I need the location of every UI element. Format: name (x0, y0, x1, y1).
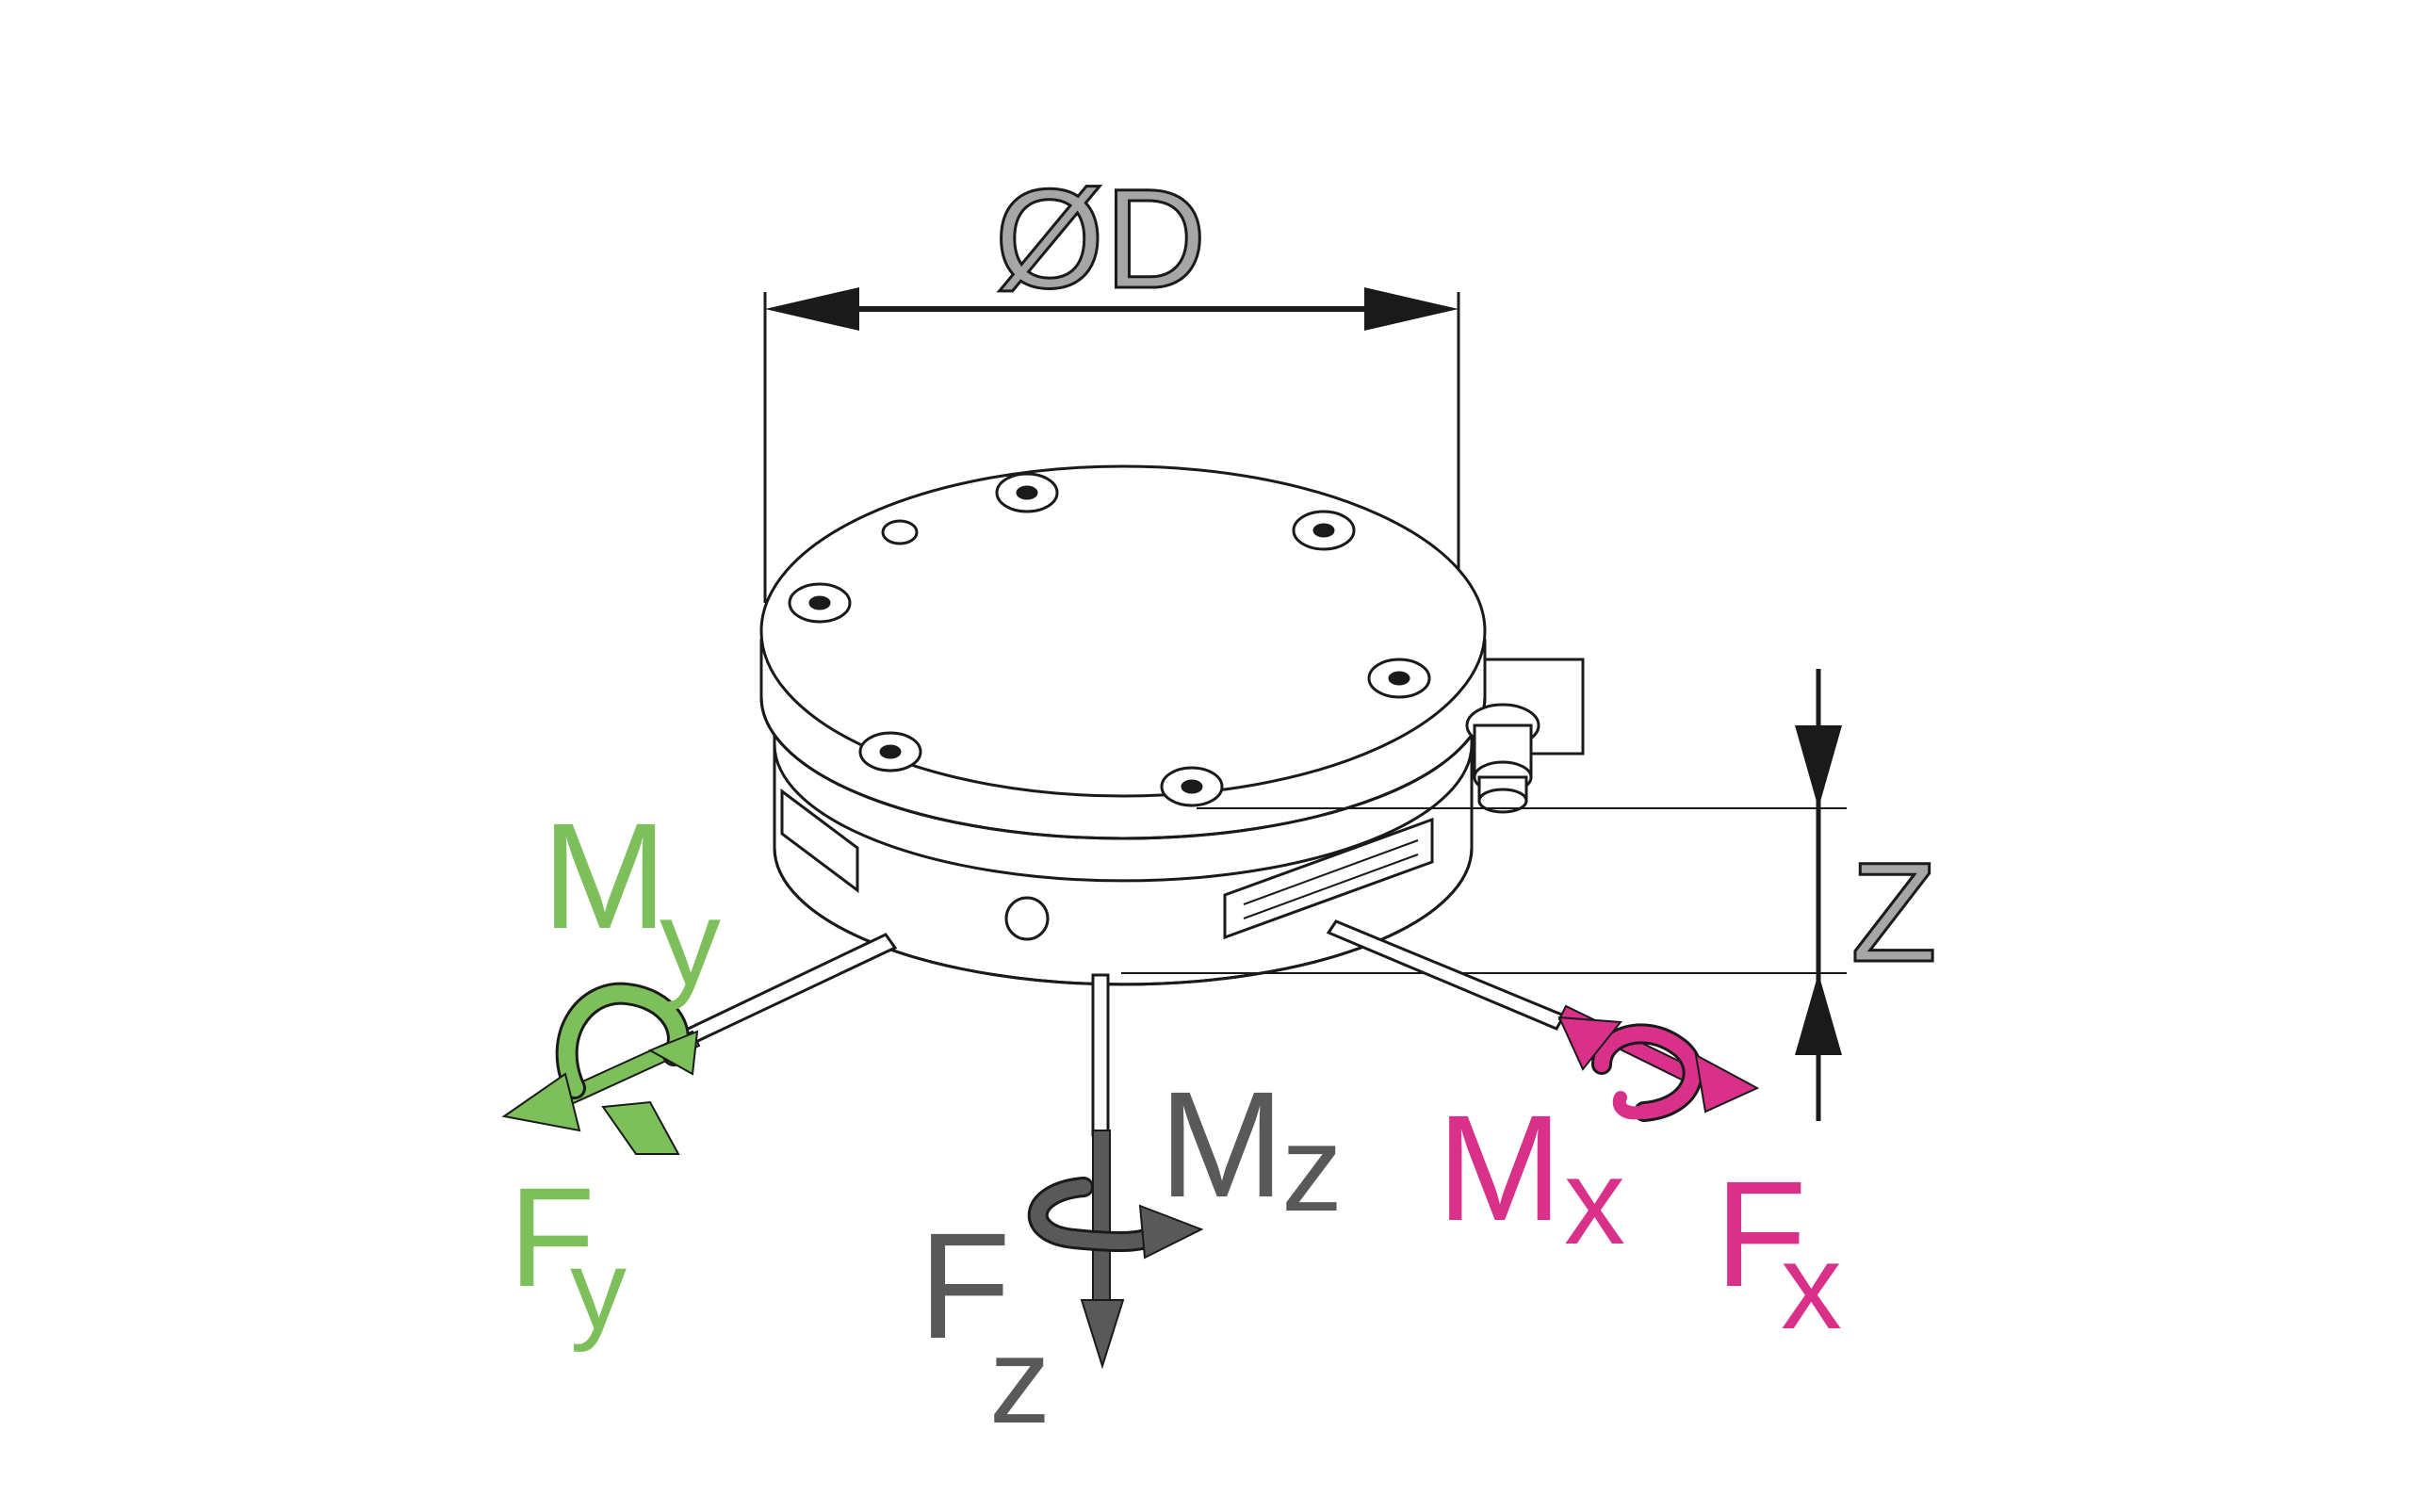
screw-head-6 (1160, 766, 1224, 807)
diameter-label: ØD (995, 159, 1207, 317)
diameter-arrow-left (765, 287, 859, 331)
screw-head-1 (995, 472, 1059, 513)
height-dimension: Z (1121, 669, 1938, 1121)
fx-label-main: F (1715, 1149, 1807, 1318)
side-slot-left (780, 789, 859, 893)
diameter-dimension: ØD (763, 158, 1460, 622)
top-plate-bottom-edge (759, 696, 1487, 840)
top-pin-hole (881, 519, 919, 545)
cone-arrow-icon (1080, 1299, 1125, 1370)
fz-label-main: F (919, 1201, 1011, 1370)
x-axis-shaft (1326, 919, 1567, 1031)
screw-head-2 (1292, 510, 1356, 551)
screw-head-4 (1367, 658, 1431, 699)
cone-arrow-icon (501, 1072, 581, 1132)
mx-label-main: M (1437, 1083, 1562, 1252)
my-label-sub: y (660, 873, 721, 1011)
fy-my-group: M y F y (501, 791, 721, 1353)
fx-mx-group: M x F x (1437, 1004, 1842, 1355)
axis-shafts (677, 919, 1567, 1137)
screw-head-5 (858, 731, 922, 772)
fz-mz-group: M z F z (919, 1060, 1343, 1449)
diameter-arrow-right (1364, 287, 1459, 331)
fz-label-sub: z (989, 1311, 1051, 1449)
mz-label-main: M (1159, 1060, 1284, 1228)
height-arrow-bottom (1795, 973, 1842, 1055)
screw-heads (788, 472, 1431, 807)
curved-arrow-icon (647, 1030, 699, 1076)
height-arrow-top (1795, 725, 1842, 808)
side-slot-front (1223, 817, 1434, 940)
lower-ring-bottom-edge (773, 847, 1474, 986)
z-axis-shaft (1091, 973, 1110, 1137)
connector-plug (1465, 703, 1540, 814)
my-label-main: M (542, 791, 667, 960)
fy-label-sub: y (570, 1227, 627, 1353)
mz-label-sub: z (1281, 1099, 1343, 1237)
fx-label-sub: x (1781, 1217, 1842, 1355)
height-label: Z (1850, 833, 1937, 991)
fy-label-main: F (509, 1158, 595, 1316)
mx-label-sub: x (1564, 1132, 1625, 1270)
side-hole (1004, 896, 1050, 941)
curved-arrow-icon (1138, 1204, 1204, 1260)
screw-head-3 (788, 582, 852, 624)
curved-arrow-icon (1557, 1016, 1622, 1071)
top-plate-face (759, 464, 1487, 798)
cone-arrow-icon (1694, 1053, 1760, 1114)
